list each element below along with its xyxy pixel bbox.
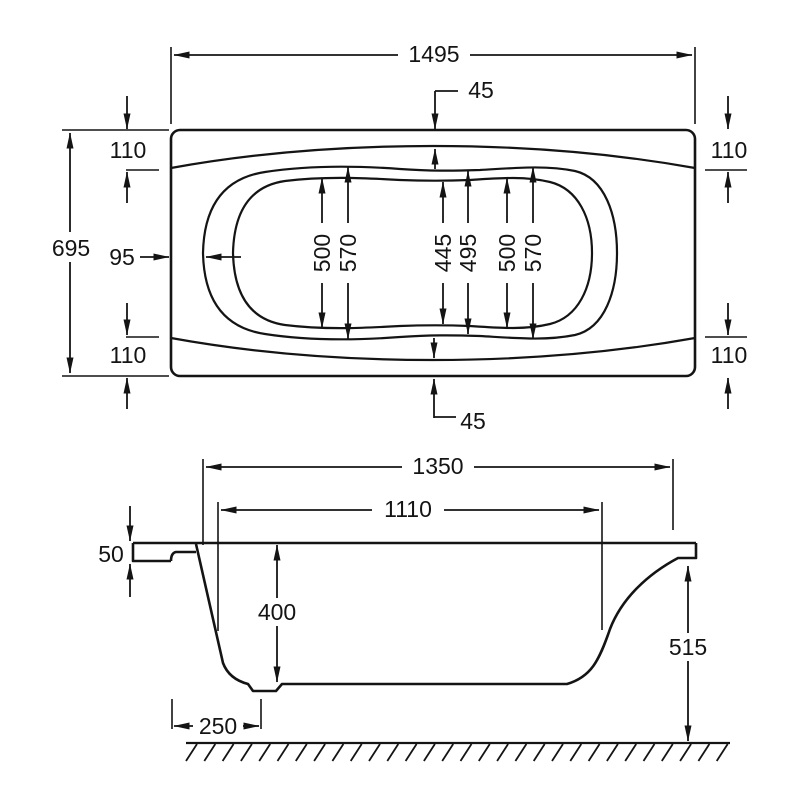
dim-label-drain-offset: 250 — [199, 713, 237, 739]
hatch-stroke — [221, 743, 235, 762]
dim-label-floor-width-right: 500 — [494, 234, 520, 272]
dim-opening-width-center: 495 — [455, 170, 481, 335]
hatch-stroke — [423, 743, 436, 762]
hatch-stroke — [404, 743, 418, 762]
dim-floor-width-left: 500 — [309, 177, 335, 329]
dim-label-opening-width-center: 495 — [455, 234, 481, 272]
hatch-stroke — [532, 743, 546, 762]
dim-label-overall-width: 695 — [52, 235, 90, 261]
dim-floor-width-center: 445 — [430, 181, 456, 325]
dim-rim-edge-height: 50 — [98, 506, 134, 597]
hatch-stroke — [679, 743, 692, 762]
hatch-stroke — [276, 743, 290, 762]
dim-overall-height: 515 — [669, 565, 707, 742]
dim-rim-bottom-left: 110 — [110, 303, 159, 409]
hatch-stroke — [715, 743, 729, 762]
dim-center-rim-top: 45 — [431, 77, 494, 169]
hatch-stroke — [368, 743, 381, 762]
hatch-stroke — [295, 743, 308, 762]
hatch-stroke — [349, 743, 363, 762]
dim-label-rim-top-left: 110 — [110, 137, 147, 163]
hatch-stroke — [203, 743, 217, 762]
basin-opening-edge — [201, 165, 619, 341]
dim-label-floor-width-center: 445 — [430, 234, 456, 272]
rim-underside — [131, 543, 171, 563]
rim-inner-edge-top — [170, 144, 696, 170]
hatch-stroke — [240, 743, 253, 762]
dim-opening-width-left: 570 — [335, 166, 361, 340]
dim-label-interior-depth: 400 — [258, 599, 296, 625]
dim-opening-width-right: 570 — [520, 166, 546, 340]
hatch-stroke — [569, 743, 583, 762]
dim-label-rim-top-right: 110 — [711, 137, 748, 163]
ground-hatching — [185, 743, 729, 762]
dim-label-interior-length: 1110 — [384, 496, 432, 522]
hatch-stroke — [313, 743, 326, 762]
hatch-stroke — [642, 743, 656, 762]
dim-side-interior-length: 1110 — [217, 496, 603, 631]
dim-drain-offset: 250 — [171, 699, 262, 739]
dim-label-center-rim-top: 45 — [468, 77, 494, 103]
dim-label-opening-width-left: 570 — [335, 234, 361, 272]
dim-backrest-width: 95 — [109, 244, 241, 270]
dim-side-top-length: 1350 — [202, 453, 674, 545]
hatch-stroke — [587, 743, 601, 762]
hatch-stroke — [331, 743, 345, 762]
side-view: 1350 1110 50 400 515 — [98, 453, 730, 762]
hatch-stroke — [478, 743, 491, 762]
rim-step — [169, 550, 196, 562]
dim-rim-top-right: 110 — [705, 96, 747, 203]
dim-gap — [398, 42, 470, 67]
rim-inner-edge-bottom — [170, 336, 696, 362]
dim-center-rim-bottom: 45 — [430, 338, 486, 434]
dim-interior-depth: 400 — [258, 544, 296, 683]
plan-view: 1495 695 110 110 110 — [52, 41, 748, 434]
dim-label-floor-width-left: 500 — [309, 234, 335, 272]
ground — [185, 741, 730, 762]
hatch-stroke — [624, 743, 637, 762]
hatch-stroke — [496, 743, 509, 762]
dim-plan-overall-length: 1495 — [170, 41, 696, 124]
hatch-stroke — [185, 743, 198, 762]
dim-rim-bottom-right: 110 — [705, 303, 747, 409]
dim-label-overall-length: 1495 — [408, 41, 459, 67]
hatch-stroke — [697, 743, 711, 762]
dim-label-overall-height: 515 — [669, 634, 707, 660]
hatch-stroke — [606, 743, 619, 762]
dim-label-rim-bottom-left: 110 — [110, 342, 147, 368]
hatch-stroke — [459, 743, 473, 762]
dim-gap — [372, 497, 444, 522]
dim-label-top-length: 1350 — [412, 453, 463, 479]
dim-gap — [402, 454, 474, 479]
dim-label-backrest-width: 95 — [109, 244, 135, 270]
dim-floor-width-right: 500 — [494, 177, 520, 329]
hatch-stroke — [441, 743, 454, 762]
hatch-stroke — [661, 743, 674, 762]
dim-label-center-rim-bottom: 45 — [460, 408, 486, 434]
dim-plan-overall-width: 695 — [52, 129, 169, 377]
hatch-stroke — [258, 743, 271, 762]
hatch-stroke — [386, 743, 400, 762]
dim-label-rim-edge-height: 50 — [98, 541, 124, 567]
hatch-stroke — [514, 743, 528, 762]
dim-rim-top-left: 110 — [110, 96, 159, 203]
dim-label-opening-width-right: 570 — [520, 234, 546, 272]
dim-label-rim-bottom-right: 110 — [711, 342, 748, 368]
hatch-stroke — [551, 743, 564, 762]
tub-profile — [194, 543, 698, 693]
tub-outer-edge — [169, 128, 697, 378]
